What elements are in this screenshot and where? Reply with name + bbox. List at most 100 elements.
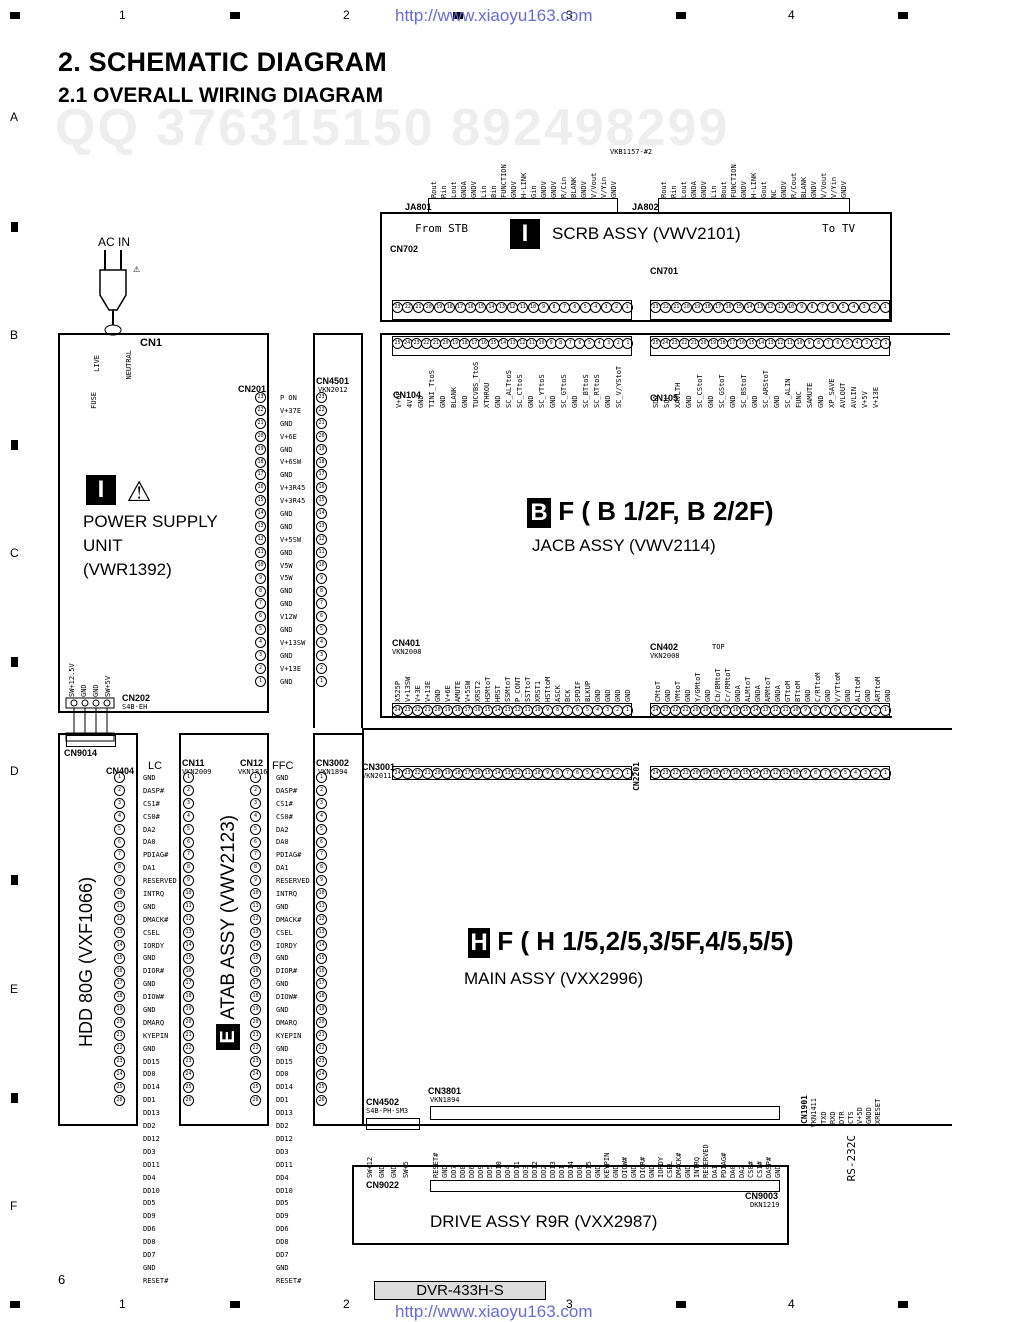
grid-row-a: A [10,110,19,124]
cn4502-part: S4B-PH-SM3 [366,1107,409,1115]
ja801-label: JA801 [405,202,432,212]
pin-label: DD14 [276,1083,293,1092]
fuse-label: FUSE [90,392,98,409]
pin-number: 26 [183,1094,194,1106]
pin-label: DD11 [513,1161,521,1178]
cn11-part: VKN2009 [182,768,212,776]
cn4501-part: VKN2012 [318,386,348,394]
pin-number: 23 [316,392,327,403]
pin-number: 2 [316,784,327,796]
pin-number: 11 [250,901,261,912]
grid-mark [676,1301,686,1308]
grid-col-2-top: 2 [343,8,350,22]
pin-number: 12 [255,533,266,545]
pin-number: 1 [880,705,891,716]
pin-label: GNDV [470,181,477,198]
pin-label: DD13 [143,1109,160,1118]
pin-label: PDIAG# [143,851,169,860]
grid-col-4-bottom: 4 [788,1297,795,1311]
pin-number: 11 [114,901,125,912]
pin-label: GND [280,522,293,531]
pin-label: GND [280,600,293,609]
pin-number: 24 [250,1068,261,1080]
pin-label: GND [461,395,469,408]
pin-number: 25 [316,1081,327,1093]
pin-number: 9 [250,875,261,887]
jacb-title-text: F ( B 1/2F, B 2/2F) [558,496,774,526]
pin-label: SC_ALTtoS [505,370,513,408]
pin-number: 1 [622,768,633,779]
pin-number: 12 [250,913,261,925]
pin-label: GND [685,395,693,408]
pin-number: 4 [114,810,125,822]
pin-number: 15 [316,952,327,964]
pin-number: 16 [250,965,261,977]
pin-number: 14 [255,508,266,520]
pin-number: 14 [250,939,261,951]
pin-number: 7 [114,849,125,861]
pin-label: FUNC [795,391,803,408]
pin-label: YMtoT [674,680,682,702]
watermark-url-top: http://www.xiaoyu163.com [395,6,593,25]
pin-number: 6 [250,836,261,848]
pin-label: TINI_TtoS [428,370,436,408]
pin-label: ALTtoM [854,676,862,702]
pin-label: GND [434,689,442,702]
pin-label: AVLIN [850,386,858,408]
pin-label: DD2 [540,1165,548,1178]
main-assy-name: MAIN ASSY (VXX2996) [464,969,644,988]
pin-number: 5 [316,624,327,636]
pin-label: CTS [847,1111,854,1124]
cn3001-label: CN3001 [362,762,396,772]
cn9014-connector [66,735,116,747]
pin-label: GND [143,980,156,989]
pin-number: 15 [183,952,194,964]
cn4502-label: CN4502 [366,1097,400,1107]
pin-label: GND [704,689,712,702]
pin-label: DD4 [143,1173,156,1182]
main-title-text: F ( H 1/5,2/5,3/5F,4/5,5/5) [497,926,794,956]
cn12-label: CN12 [240,758,264,768]
pin-label: DD6 [143,1225,156,1234]
pin-label: KYEPIN [143,1031,169,1040]
pin-label: CS1# [143,799,160,808]
drive-assy-box [352,1165,789,1245]
pin-label: ARTtoM [874,676,882,702]
pin-label: GND [624,689,632,702]
pin-label: GND [143,954,156,963]
grid-row-b: B [10,328,19,342]
pin-label: XRST1 [534,680,542,702]
ac-plug-icon: ⚠ [99,250,140,336]
pin-label: BCK [564,689,572,702]
pin-label: Gin [530,185,537,198]
pin-label: RESERVED [276,877,310,886]
pin-label: DD11 [276,1160,293,1169]
watermark-qq: QQ 376315150 892498299 [55,99,730,157]
pin-number: 1 [316,772,327,783]
pin-number: 19 [316,1004,327,1016]
pin-label: V+5SW [464,680,472,702]
pin-label: DD15 [585,1161,593,1178]
pin-number: 16 [316,482,327,494]
pin-label: SC_GStoT [718,374,726,408]
pin-label: V+13SW [280,638,306,647]
pin-label: DD14 [567,1161,575,1178]
cn4501-column [313,333,363,728]
pin-label: CS1# [756,1161,764,1178]
pin-number: 10 [250,888,261,900]
grid-col-4-top: 4 [788,8,795,22]
pin-number: 2 [316,662,327,674]
ac-in-label: AC IN [98,235,131,249]
pin-label: SW+5 [402,1161,410,1178]
pin-number: 10 [114,888,125,900]
pin-number: 4 [250,810,261,822]
pin-number: 16 [316,965,327,977]
pin-label: V+3R45 [280,497,306,506]
cn3001-part: VKN2011 [362,772,392,780]
pin-number: 1 [183,772,194,783]
